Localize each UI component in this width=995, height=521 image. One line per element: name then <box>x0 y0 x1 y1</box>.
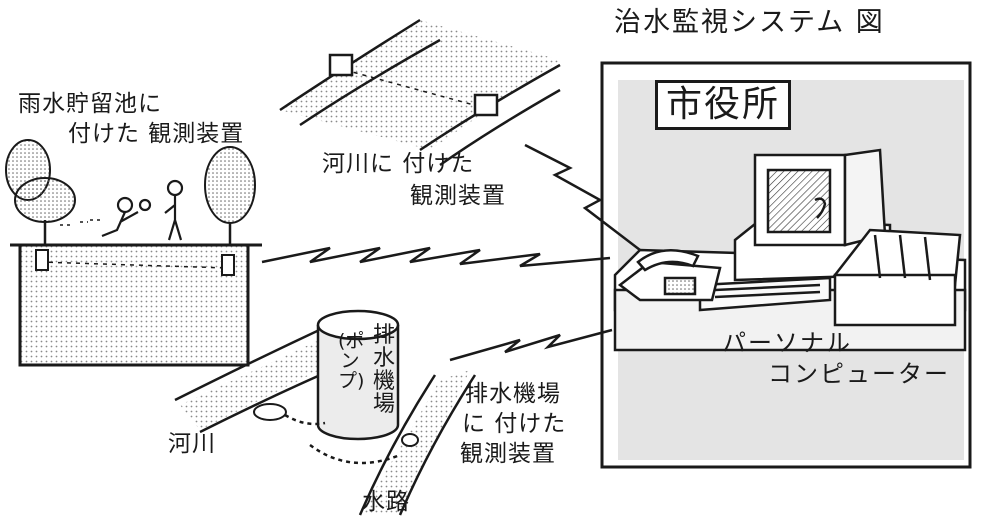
signal-links <box>261 143 641 362</box>
pc-label-line1: パーソナル <box>722 329 852 357</box>
computer-icon <box>698 148 892 312</box>
pump-label-col1: 排水機場 <box>372 323 395 418</box>
pump-device-label-line2: に 付けた <box>462 411 567 437</box>
pump-label-col2: (ポンプ) <box>338 330 365 392</box>
reservoir <box>5 139 262 367</box>
reservoir-label-line1: 雨水貯留池に <box>18 91 162 117</box>
river-bottom <box>174 323 477 516</box>
reservoir-label-line2: 付けた 観測装置 <box>68 121 245 147</box>
pump-device-label-line1: 排水機場 <box>465 381 561 407</box>
city-hall-label: 市役所 <box>655 80 792 130</box>
pump-station-icon <box>284 309 401 465</box>
waterway-label: 水路 <box>362 489 410 515</box>
diagram-title: 治水監視システム 図 <box>614 7 885 38</box>
river-device-label-line2: 観測装置 <box>410 183 506 209</box>
printer-icon <box>832 228 962 327</box>
river-device-label-line1: 河川に 付けた <box>322 151 475 177</box>
river-label: 河川 <box>168 431 216 457</box>
pc-label-line2: コンピューター <box>768 360 950 388</box>
telephone-icon <box>617 249 722 302</box>
pump-device-label-line3: 観測装置 <box>460 441 556 467</box>
river-top <box>279 18 561 167</box>
